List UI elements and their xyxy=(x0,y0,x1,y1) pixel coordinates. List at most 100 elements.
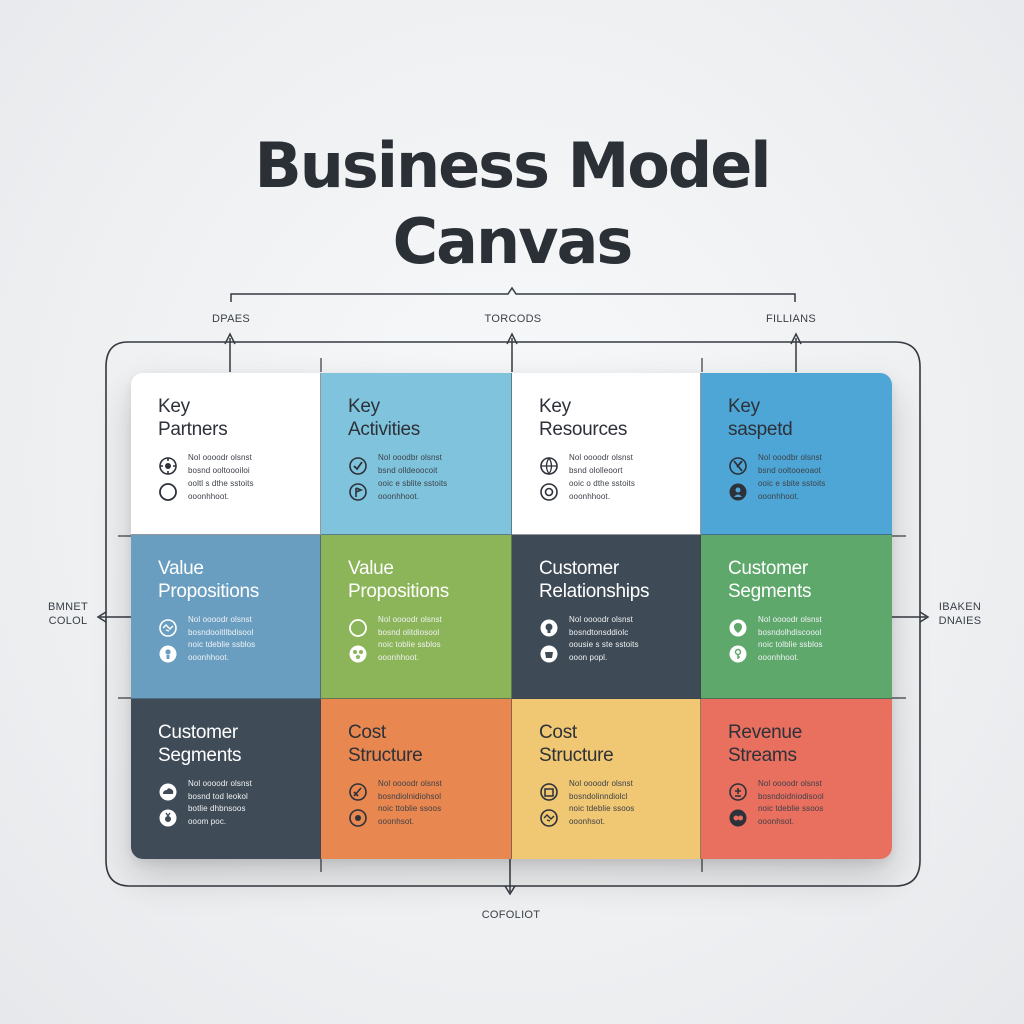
bottom-label: COFOLIOT xyxy=(481,909,541,921)
chart-icon xyxy=(348,808,368,828)
cell-title: Customer Relationships xyxy=(539,558,650,602)
cell-item-text: Nol oooodr olsnst bosndtonsddiolc oousie… xyxy=(569,615,639,662)
cell-item-text: Nol ooodbr olsnst bsnd ooltooeoaot xyxy=(758,453,822,475)
lamp-icon xyxy=(728,782,748,802)
handshake-icon xyxy=(539,808,559,828)
cell-item: Nol oooodr olsnst bosndiolnidiohsol noic… xyxy=(348,779,511,826)
cell-item: Nol oooodr olsnst bosndtonsddiolc oousie… xyxy=(539,615,700,662)
cell-item-text: Nol oooodr olsnst bosndolinndiolcl noic … xyxy=(569,779,635,826)
cell-item: ooic e sbite sstoits ooonhhoot. xyxy=(728,479,892,510)
top-label-center: TORCODS xyxy=(484,313,542,325)
flag-icon xyxy=(348,482,368,502)
cell-item: Nol oooodr olsnst bosndolinndiolcl noic … xyxy=(539,779,700,826)
cell-item-text: Nol oooodr olsnst bosndiolnidiohsol noic… xyxy=(378,779,442,826)
cell-item: Nol oooodr olsnst bosndolhdiscoool noic … xyxy=(728,615,892,662)
cell-title: Key Partners xyxy=(158,396,228,440)
coins-icon xyxy=(728,808,748,828)
globe-icon xyxy=(539,456,559,476)
cell-items: Nol oooodr olsnst bsnd ololleoort ooic o … xyxy=(539,453,700,510)
cell-items: Nol ooodbr olsnst bsnd olldeoocoit ooic e… xyxy=(348,453,511,510)
cell-item xyxy=(348,808,511,836)
cell-item: Nol oooodr olsnst bosndoidniodisool noic… xyxy=(728,779,892,826)
cell-item-text: ooic e sblite sstoits ooonhhoot. xyxy=(378,479,448,501)
top-bracket xyxy=(230,286,796,302)
cell-item: ooic e sblite sstoits ooonhhoot. xyxy=(348,479,511,510)
cell-item-text: Nol oooodr olsnst bosndooitllbdisool noi… xyxy=(188,615,256,662)
cell-item: ooltl s dthe sstoits ooonhhoot. xyxy=(158,479,320,510)
user-icon xyxy=(158,644,178,664)
cell-title: Key Resources xyxy=(539,396,628,440)
top-label-right: FILLIANS xyxy=(765,313,817,325)
top-label-left: DPAES xyxy=(212,313,250,325)
cell-item xyxy=(728,644,892,672)
cell-item: Nol oooodr olsnst bosnd tod leokol botli… xyxy=(158,779,320,826)
cell-title: Revenue Streams xyxy=(728,722,802,766)
cell-title: Cost Structure xyxy=(539,722,614,766)
cell-item: Nol oooodr olsnst bosnd ooltoooiloi xyxy=(158,453,320,484)
cell-item-text: ooic o dthe sstoits ooonhhoot. xyxy=(569,479,635,501)
cell-items: Nol oooodr olsnst bosndtonsddiolc oousie… xyxy=(539,615,700,672)
cell-items: Nol oooodr olsnst bosnd ooltoooiloi ooltl… xyxy=(158,453,320,510)
handshake-icon xyxy=(158,618,178,638)
cloud-icon xyxy=(158,782,178,802)
cell-item: Nol oooodr olsnst bsnd ololleoort xyxy=(539,453,700,484)
cell-title: Value Propositions xyxy=(348,558,449,602)
cell-item: Nol ooodbr olsnst bsnd ooltooeoaot xyxy=(728,453,892,484)
cell-item-text: Nol oooodr olsnst bosnd ooltoooiloi xyxy=(188,453,252,475)
cell-item xyxy=(348,645,511,672)
cell-item xyxy=(158,808,320,836)
cell-title: Customer Segments xyxy=(158,722,242,766)
cell-item: ooic o dthe sstoits ooonhhoot. xyxy=(539,479,700,510)
side-label-left: BMNET COLOL xyxy=(48,601,88,627)
cell-title: Customer Segments xyxy=(728,558,812,602)
cell-title: Cost Structure xyxy=(348,722,423,766)
outer-frame xyxy=(105,341,921,887)
cell-item xyxy=(539,645,700,672)
medal-icon xyxy=(158,808,178,828)
key-icon xyxy=(728,644,748,664)
cell-item-text: Nol oooodr olsnst bosndolhdiscoool noic … xyxy=(758,615,823,662)
cell-item xyxy=(539,808,700,836)
cell-items: Nol ooodbr olsnst bsnd ooltooeoaot ooic e… xyxy=(728,453,892,510)
cell-item xyxy=(158,644,320,672)
title-line-1: Business Model xyxy=(254,129,771,202)
page-title: Business Model Canvas xyxy=(0,128,1024,280)
cell-item-text: ooltl s dthe sstoits ooonhhoot. xyxy=(188,479,254,501)
tools-icon xyxy=(728,456,748,476)
pencil-icon xyxy=(348,782,368,802)
cell-item: Nol ooodbr olsnst bsnd olldeoocoit xyxy=(348,453,511,484)
cell-title: Key saspetd xyxy=(728,396,793,440)
settings-icon xyxy=(539,482,559,502)
side-label-right: IBAKEN DNAIES xyxy=(938,601,982,627)
cell-items: Nol oooodr olsnst bosnd olitdiosool noic… xyxy=(348,615,511,672)
gear-icon xyxy=(158,456,178,476)
cell-title: Value Propositions xyxy=(158,558,259,602)
cell-items: Nol oooodr olsnst bosndoidniodisool noic… xyxy=(728,779,892,836)
pin-icon xyxy=(728,618,748,638)
cell-items: Nol oooodr olsnst bosndooitllbdisool noi… xyxy=(158,615,320,672)
cell-item-text: Nol oooodr olsnst bosnd tod leokol botli… xyxy=(188,779,252,826)
cell-item-text: Nol ooodbr olsnst bsnd olldeoocoit xyxy=(378,453,442,475)
cell-item-text: Nol oooodr olsnst bsnd ololleoort xyxy=(569,453,633,475)
cell-item xyxy=(728,808,892,836)
cell-item: Nol oooodr olsnst bosnd olitdiosool noic… xyxy=(348,615,511,662)
title-line-2: Canvas xyxy=(392,205,634,278)
circle-icon xyxy=(158,482,178,502)
box-icon xyxy=(539,782,559,802)
cell-items: Nol oooodr olsnst bosndiolnidiohsol noic… xyxy=(348,779,511,836)
cell-item: Nol oooodr olsnst bosndooitllbdisool noi… xyxy=(158,615,320,662)
person-icon xyxy=(728,482,748,502)
cell-item-text: Nol oooodr olsnst bosndoidniodisool noic… xyxy=(758,779,824,826)
